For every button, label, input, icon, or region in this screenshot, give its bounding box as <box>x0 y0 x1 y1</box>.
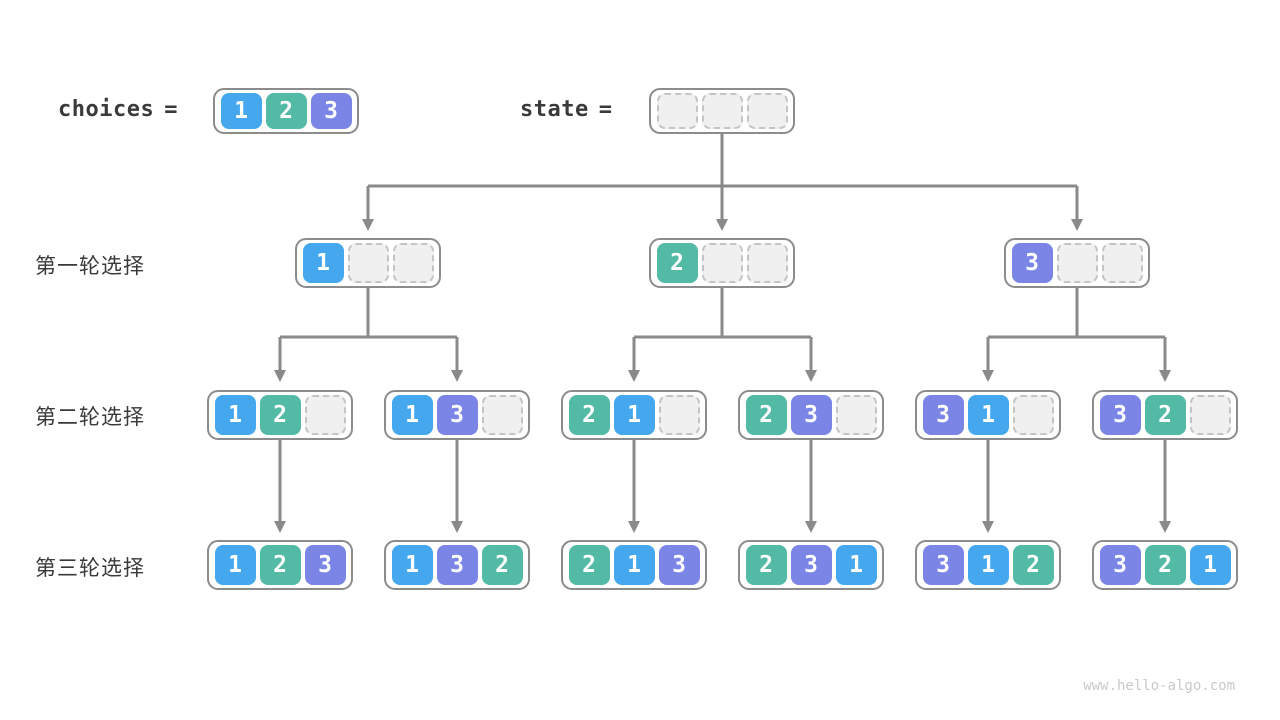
choices-cell: 2 <box>265 93 307 129</box>
state-cell: 3 <box>1099 395 1141 435</box>
site-watermark: www.hello-algo.com <box>1083 678 1235 694</box>
state-box-r2-5: 3 2 <box>1092 390 1238 440</box>
state-cell: 3 <box>1011 243 1053 283</box>
choices-cell: 3 <box>310 93 352 129</box>
state-box-r2-2: 2 1 <box>561 390 707 440</box>
choices-box: 1 2 3 <box>213 88 359 134</box>
state-box-r2-3: 2 3 <box>738 390 884 440</box>
state-cell <box>1189 395 1231 435</box>
state-cell: 2 <box>481 545 523 585</box>
state-box-r2-1: 1 3 <box>384 390 530 440</box>
state-cell: 1 <box>1189 545 1231 585</box>
state-cell <box>304 395 346 435</box>
state-cell <box>746 243 788 283</box>
state-cell: 2 <box>745 395 787 435</box>
state-cell <box>701 93 743 129</box>
state-cell: 3 <box>922 545 964 585</box>
state-cell: 1 <box>967 545 1009 585</box>
state-cell: 3 <box>304 545 346 585</box>
state-cell <box>347 243 389 283</box>
state-cell: 2 <box>1012 545 1054 585</box>
state-cell <box>392 243 434 283</box>
state-cell <box>1056 243 1098 283</box>
state-cell: 3 <box>1099 545 1141 585</box>
choices-cell: 1 <box>220 93 262 129</box>
state-cell: 2 <box>568 545 610 585</box>
state-box-r3-4: 3 1 2 <box>915 540 1061 590</box>
state-box-r3-1: 1 3 2 <box>384 540 530 590</box>
state-cell: 3 <box>790 395 832 435</box>
state-cell: 1 <box>613 395 655 435</box>
state-box-r1-0: 1 <box>295 238 441 288</box>
state-cell <box>481 395 523 435</box>
choices-equals-sign: = <box>164 97 178 122</box>
state-label: state = <box>520 97 612 122</box>
state-cell: 1 <box>391 395 433 435</box>
state-cell <box>658 395 700 435</box>
state-cell: 1 <box>835 545 877 585</box>
state-cell: 3 <box>436 545 478 585</box>
state-cell: 1 <box>214 395 256 435</box>
state-cell: 3 <box>658 545 700 585</box>
choices-label-text: choices <box>58 97 155 122</box>
state-box-r2-0: 1 2 <box>207 390 353 440</box>
state-cell <box>1101 243 1143 283</box>
state-box-r3-0: 1 2 3 <box>207 540 353 590</box>
choices-label: choices = <box>58 97 178 122</box>
state-label-text: state <box>520 97 589 122</box>
state-box-r3-5: 3 2 1 <box>1092 540 1238 590</box>
state-equals-sign: = <box>598 97 613 122</box>
state-cell <box>835 395 877 435</box>
state-box-root <box>649 88 795 134</box>
state-cell: 2 <box>259 395 301 435</box>
state-box-r1-1: 2 <box>649 238 795 288</box>
state-cell <box>746 93 788 129</box>
state-cell <box>1012 395 1054 435</box>
state-cell: 2 <box>259 545 301 585</box>
state-cell: 2 <box>656 243 698 283</box>
state-cell: 3 <box>922 395 964 435</box>
state-cell: 2 <box>745 545 787 585</box>
state-cell: 2 <box>1144 545 1186 585</box>
state-cell: 1 <box>967 395 1009 435</box>
round2-label: 第二轮选择 <box>35 406 145 429</box>
round1-label: 第一轮选择 <box>35 255 145 278</box>
state-box-r3-3: 2 3 1 <box>738 540 884 590</box>
state-cell: 2 <box>1144 395 1186 435</box>
round3-label: 第三轮选择 <box>35 557 145 580</box>
state-cell: 3 <box>436 395 478 435</box>
state-cell: 1 <box>391 545 433 585</box>
state-box-r3-2: 2 1 3 <box>561 540 707 590</box>
state-box-r1-2: 3 <box>1004 238 1150 288</box>
state-cell: 1 <box>302 243 344 283</box>
state-box-r2-4: 3 1 <box>915 390 1061 440</box>
state-cell: 3 <box>790 545 832 585</box>
state-cell <box>701 243 743 283</box>
state-cell: 1 <box>214 545 256 585</box>
state-cell: 1 <box>613 545 655 585</box>
state-cell: 2 <box>568 395 610 435</box>
state-cell <box>656 93 698 129</box>
